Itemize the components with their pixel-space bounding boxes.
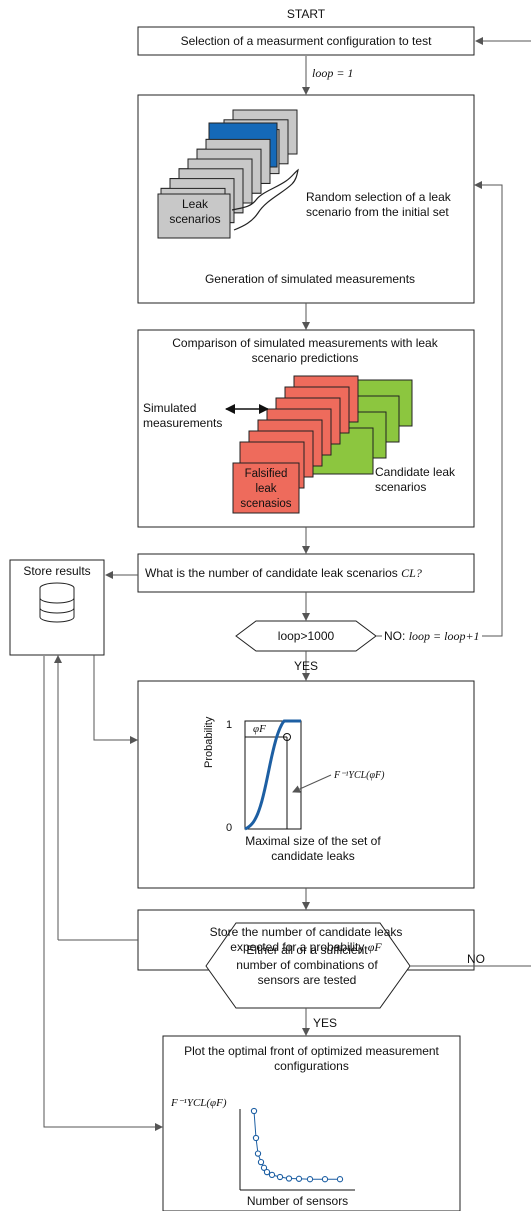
front-point bbox=[321, 1176, 329, 1183]
loop-inc: loop = loop+1 bbox=[408, 629, 480, 643]
front-point bbox=[254, 1150, 262, 1157]
random-selection-label: Random selection of a leak scenario from… bbox=[306, 190, 451, 219]
cdf-y-top: 1 bbox=[226, 719, 233, 731]
select-config-box bbox=[137, 26, 475, 56]
cdf-plot bbox=[244, 719, 332, 831]
front-point bbox=[306, 1176, 314, 1183]
start-label: START bbox=[286, 7, 326, 21]
yes-label-2: YES bbox=[313, 1016, 338, 1030]
cdf-phi-label: φF bbox=[253, 723, 266, 735]
cdf-y-bottom: 0 bbox=[226, 822, 233, 834]
phi-text: φF bbox=[367, 940, 382, 954]
front-falsified-card bbox=[232, 462, 300, 514]
front-point bbox=[336, 1176, 344, 1183]
falsified-stack bbox=[232, 375, 359, 514]
question-box bbox=[137, 553, 475, 593]
leak-scenarios-label: Leak scenarios bbox=[169, 197, 221, 226]
front-point bbox=[250, 1107, 258, 1115]
front-point bbox=[252, 1134, 260, 1142]
no-label-2: NO bbox=[467, 952, 485, 966]
question-text: What is the number of candidate leak sce… bbox=[145, 566, 398, 580]
brace bbox=[231, 168, 299, 231]
front-point bbox=[260, 1164, 268, 1171]
front-scenario-card bbox=[157, 193, 231, 239]
front-point bbox=[295, 1175, 303, 1182]
front-point bbox=[263, 1168, 271, 1176]
comparison-label: Comparison of simulated measurements wit… bbox=[172, 336, 438, 365]
database-icon bbox=[39, 582, 75, 623]
select-config-label: Selection of a measurment configuration … bbox=[180, 34, 432, 48]
cdf-inv-label: F⁻¹ΥCL(φF) bbox=[334, 770, 385, 781]
either-label: Either all or a sufficient number of com… bbox=[236, 943, 378, 987]
front-point bbox=[268, 1171, 276, 1179]
front-ylabel: F⁻¹ΥCL(φF) bbox=[171, 1097, 227, 1109]
store-number-label: Store the number of candidate leaks expe… bbox=[196, 925, 416, 955]
max-size-box bbox=[137, 680, 475, 889]
loop-init-label: loop = 1 bbox=[312, 66, 354, 80]
plot-title-label: Plot the optimal front of optimized meas… bbox=[184, 1044, 439, 1073]
number-of-sensors-label: Number of sensors bbox=[246, 1194, 349, 1208]
front-point bbox=[285, 1175, 293, 1182]
candidate-label: Candidate leak scenarios bbox=[375, 465, 456, 494]
front-point bbox=[276, 1173, 284, 1181]
store-number-text: Store the number of candidate leaks expe… bbox=[209, 925, 403, 954]
store-results-label: Store results bbox=[23, 564, 91, 578]
candidate-stack bbox=[308, 379, 413, 475]
leak-scenario-stack bbox=[157, 109, 298, 239]
generation-label: Generation of simulated measurements bbox=[204, 272, 416, 286]
simulated-label: Simulated measurements bbox=[143, 401, 223, 430]
no-loop-label: NO: loop = loop+1 bbox=[382, 629, 482, 644]
max-size-label: Maximal size of the set of candidate lea… bbox=[245, 834, 381, 863]
front-point bbox=[257, 1158, 265, 1166]
question-label: What is the number of candidate leak sce… bbox=[145, 566, 422, 581]
question-var: CL? bbox=[401, 566, 422, 580]
front-plot bbox=[239, 1107, 355, 1191]
cdf-ylabel: Probability bbox=[203, 716, 215, 768]
falsified-label: Falsified leak scenasios bbox=[240, 468, 292, 510]
no-text: NO: bbox=[384, 629, 406, 643]
yes-label-1: YES bbox=[293, 659, 318, 673]
loop-cond-label: loop>1000 bbox=[277, 629, 335, 643]
